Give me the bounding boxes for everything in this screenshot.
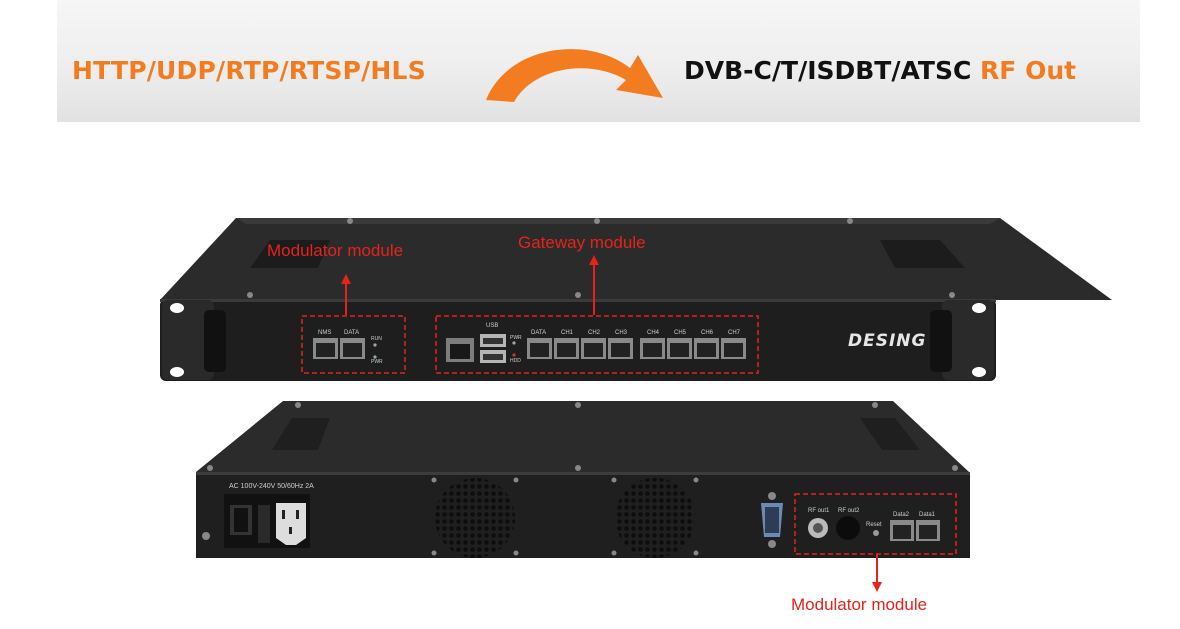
gateway-ports-front <box>446 334 746 363</box>
led-label-pwr: PWR <box>371 359 383 365</box>
usb-label: USB <box>486 323 499 329</box>
channel-label: CH1 <box>561 330 574 336</box>
data1-label: Data1 <box>919 512 936 518</box>
port-label-data: DATA <box>344 330 360 336</box>
gateway-port-label-data: DATA <box>531 330 547 336</box>
annotation-gateway-module: Gateway module <box>518 233 646 252</box>
channel-label: CH4 <box>647 330 660 336</box>
led-label-pwr-2: PWR <box>510 335 522 341</box>
rear-unit <box>196 401 970 592</box>
channel-label: CH7 <box>728 330 741 336</box>
rf-out-text: RF Out <box>980 56 1077 85</box>
channel-label: CH5 <box>674 330 687 336</box>
output-standards-text: DVB-C/T/ISDBT/ATSC RF Out <box>684 56 1077 85</box>
port-label-nms: NMS <box>318 330 332 336</box>
power-spec-label: AC 100V-240V 50/60Hz 2A <box>229 483 314 490</box>
annotation-modulator-module-rear: Modulator module <box>791 595 928 614</box>
channel-label: CH2 <box>588 330 601 336</box>
rf-out1-label: RF out1 <box>808 508 830 514</box>
modulator-ports-front <box>313 338 377 359</box>
reset-label: Reset <box>866 522 882 528</box>
brand-logo: DESING <box>848 331 927 351</box>
rf-out2-label: RF out2 <box>838 508 860 514</box>
led-label-hdd: HDD <box>510 358 521 364</box>
annotation-modulator-module-front: Modulator module <box>267 241 404 260</box>
led-label-run: RUN <box>371 336 382 342</box>
input-protocols-text: HTTP/UDP/RTP/RTSP/HLS <box>72 56 426 85</box>
channel-label: CH3 <box>615 330 628 336</box>
data2-label: Data2 <box>893 512 910 518</box>
curved-arrow-icon <box>486 49 663 102</box>
channel-label: CH6 <box>701 330 714 336</box>
front-unit <box>160 218 1112 381</box>
